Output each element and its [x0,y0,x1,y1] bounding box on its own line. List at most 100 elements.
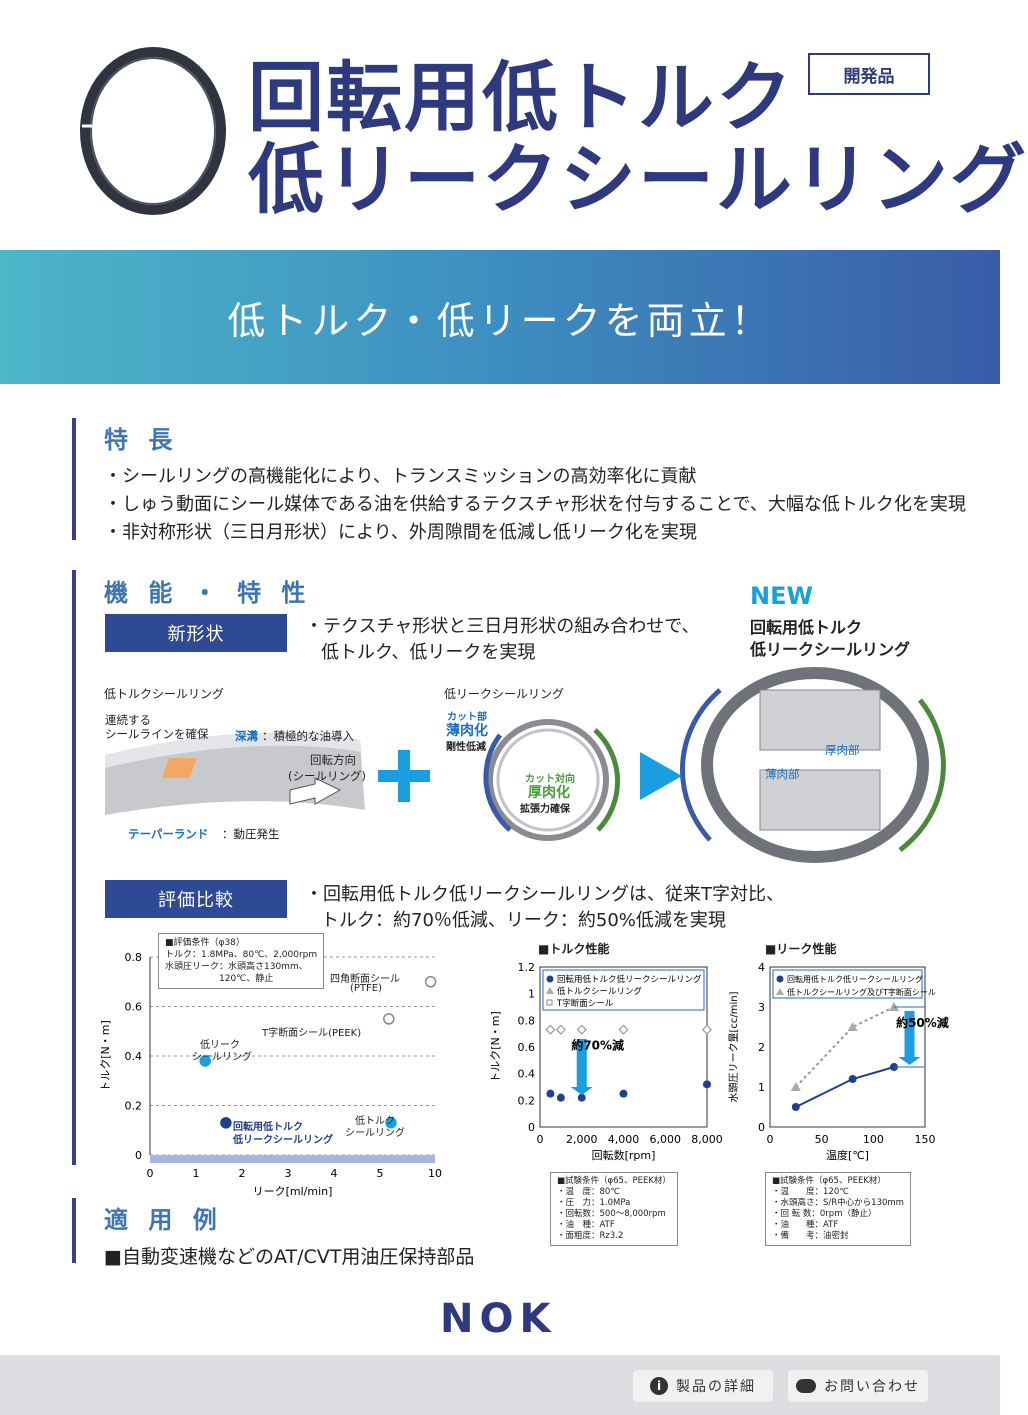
data-point [790,1082,801,1091]
seal-ring-photo [80,47,226,215]
rotation-label: (シールリング) [288,769,366,783]
condition-line: ■試験条件（φ65、PEEK材） [557,1176,671,1186]
x-tick-label: 50 [815,1133,829,1146]
reduction-arrow-head [898,1057,921,1065]
x-axis-title: リーク[ml/min] [253,1185,333,1198]
y-tick-label: 1 [528,988,535,1001]
y-tick-label: 0.6 [125,1001,143,1014]
new-tag: NEW [750,582,813,610]
reduction-arrow [576,1039,587,1087]
legend-marker [546,975,554,983]
condition-line: ・回転数：500～8,000rpm [557,1209,666,1219]
data-point [556,1093,565,1102]
taper-land-desc: ：動圧発生 [222,827,280,841]
evaluation-label: 評価比較 [105,880,287,918]
page-title-line1: 回転用低トルク [248,53,794,142]
y-tick-label: 1 [758,1081,765,1094]
low-leak-point-label: 低リーク [200,1040,240,1051]
low-leak-point-label: シールリング [192,1052,252,1063]
plus-icon [378,750,430,802]
x-tick-label: 4 [331,1167,338,1180]
condition-line: ・圧 力：1.0MPa [557,1198,631,1208]
continuous-line-note: 連続する [105,713,151,727]
legend-marker [776,988,784,995]
y-tick-label: 1.2 [518,961,536,974]
x-tick-label: 6,000 [650,1133,682,1146]
section-bar [72,1198,76,1263]
legend-marker [776,975,784,983]
condition-line: ・水頭高さ：S/R中心から130mm [772,1198,904,1208]
data-point [555,1024,566,1035]
info-icon: i [650,1377,668,1395]
features-heading: 特 長 [104,426,179,454]
y-tick-label: 0.8 [518,1014,536,1027]
x-tick-label: 0 [147,1167,154,1180]
deep-groove-desc: ：積極的な油導入 [262,729,354,743]
contact-button[interactable]: お問い合わせ [788,1370,928,1402]
product-details-label: 製品の詳細 [676,1379,756,1395]
section-bar [72,418,76,540]
new-ring-point-label: 低リークシールリング [233,1135,333,1146]
y-tick-label: 0.2 [125,1100,143,1113]
low-torque-point-label: 低トルク [355,1116,395,1127]
y-tick-label: 0.4 [518,1068,536,1081]
new-ring-point-label: 回転用低トルク [233,1122,303,1133]
reduction-annotation: 約70%減 [571,1038,624,1053]
x-tick-label: 10 [428,1167,442,1180]
square-seal-label: 四角断面シール [330,974,400,985]
y-tick-label: 0.4 [125,1050,143,1063]
x-axis-title: 温度[℃] [826,1148,869,1162]
data-point [577,1093,586,1102]
application-text: ■自動変速機などのAT/CVT用油圧保持部品 [104,1246,475,1268]
legend-label: 低トルクシールリング及びT字断面シール [787,987,936,997]
plot-frame [769,966,926,1128]
data-point [385,1117,397,1129]
taper-land-label: テーパーランド [128,827,209,841]
cut-opposite-label: カット対向 [525,774,575,785]
data-point [199,1055,211,1067]
new-product-name: 低リークシールリング [750,640,911,659]
data-point [619,1089,628,1098]
data-point [424,976,437,988]
expansion-label: 拡張力確保 [520,804,570,815]
deep-groove-label: 深溝 [235,729,258,743]
page-title-line2: 低リークシールリング [248,135,1028,224]
thin-part-label: 薄肉部 [765,767,800,781]
evaluation-desc: トルク：約70％低減、リーク：約50%低減を実現 [321,910,726,931]
x-tick-label: 1 [193,1167,200,1180]
x-tick-label: 8,000 [691,1133,723,1146]
y-tick-label: 0.8 [125,951,143,964]
rigidity-label: 剛性低減 [446,742,486,753]
continuous-line-note: シールラインを確保 [105,727,209,741]
product-details-button[interactable]: i 製品の詳細 [633,1370,773,1402]
y-tick-label: 2 [758,1041,765,1054]
reduction-annotation: 約50%減 [896,1015,949,1030]
data-point [383,1013,395,1025]
eval-condition-box: ■評価条件（φ38） トルク：1.8MPa、80℃、2,000rpm 水頭圧リー… [158,933,325,989]
low-leak-ring [483,719,621,841]
y-axis-title: トルク[N・m] [99,1020,112,1092]
legend-label: T字断面シール [556,998,614,1009]
y-tick-label: 0 [135,1149,142,1162]
x-tick-label: 0 [537,1133,544,1146]
feature-item: ・しゅう動面にシール媒体である油を供給するテクスチャ形状を付与することで、大幅な… [104,494,966,515]
feature-item: ・シールリングの高機能化により、トランスミッションの高効率化に貢献 [104,466,697,487]
data-point [576,1024,587,1035]
square-seal-material: (PTFE) [350,983,383,994]
data-point [545,1024,556,1035]
feature-item: ・非対称形状（三日月形状）により、外周隙間を低減し低リーク化を実現 [104,522,697,543]
legend-box [542,969,705,1011]
low-torque-point-label: シールリング [345,1128,405,1139]
x-tick-label: 2,000 [566,1133,598,1146]
series-line [795,1066,895,1108]
data-point [791,1103,800,1111]
leak-chart-heading: ■リーク性能 [765,942,837,956]
series-line [795,1006,895,1088]
y-tick-label: 0 [528,1121,535,1134]
data-point [703,1080,711,1089]
thick-label: 厚肉化 [528,785,570,801]
y-tick-label: 0.6 [518,1041,536,1054]
data-point [546,1089,555,1098]
contact-label: お問い合わせ [824,1379,920,1395]
